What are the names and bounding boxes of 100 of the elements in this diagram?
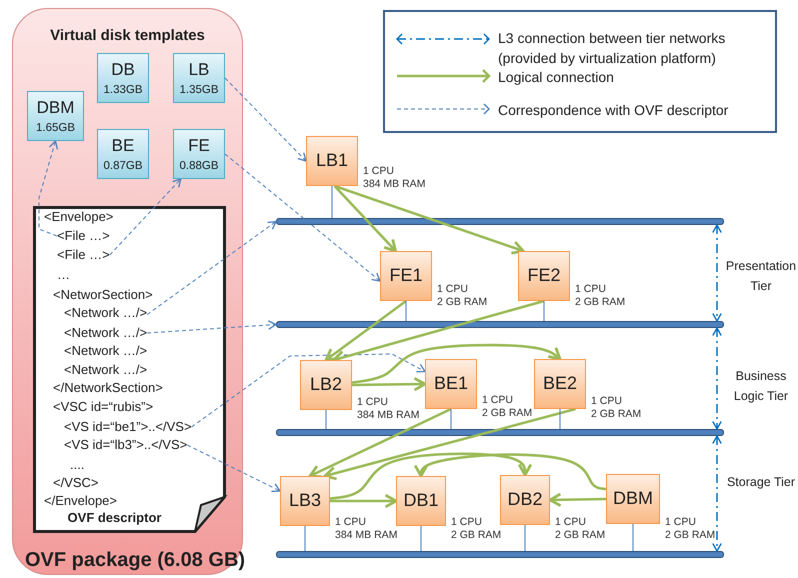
xml-line: <NetworSection>	[53, 287, 153, 303]
xml-line: <Network …/>	[64, 325, 148, 341]
vm-spec: 1 CPU	[357, 396, 388, 409]
xml-line: </NetworkSection>	[53, 380, 163, 396]
vm-spec: 2 GB RAM	[482, 407, 532, 420]
l3-connection-arrow	[712, 327, 722, 430]
xml-line: <VSC id=“rubis”>	[53, 399, 154, 415]
panel-heading: Virtual disk templates	[49, 27, 206, 44]
logical-connection-arrow	[330, 452, 532, 500]
xml-line: …	[57, 267, 70, 283]
logical-connection-arrow	[324, 300, 407, 362]
tier-label: Storage Tier	[726, 474, 796, 491]
correspondence-arrow	[109, 178, 182, 256]
vm-name: FE1	[388, 265, 424, 286]
package-panel	[12, 8, 243, 575]
network-link-line	[450, 408, 452, 430]
logical-connection-arrow	[334, 185, 397, 252]
vm-name: LB1	[314, 150, 350, 171]
legend-text: Logical connection	[498, 68, 615, 87]
xml-line: <VS id=“be1”>..</VS>	[64, 419, 192, 435]
template-name: LB	[188, 60, 210, 80]
vm-spec: 2 GB RAM	[555, 529, 606, 542]
l3-connection-arrow	[712, 224, 722, 322]
network-link-line	[524, 524, 526, 552]
vm-spec: 1 CPU	[555, 516, 586, 529]
template-name: FE	[187, 136, 211, 156]
document-caption: OVF descriptor	[66, 510, 162, 525]
xml-line: <File …>	[57, 228, 110, 244]
vm-spec: 1 CPU	[363, 165, 394, 178]
xml-line: </VSC>	[53, 475, 99, 491]
correspondence-arrow	[146, 220, 277, 316]
disk-template-box	[173, 129, 225, 179]
vm-name: DBM	[612, 488, 654, 509]
network-link-line	[632, 524, 634, 552]
logical-connection-arrow	[548, 492, 606, 508]
disk-size: 1.33GB	[102, 84, 144, 96]
network-bar	[276, 429, 724, 436]
xml-line: <Network …/>	[64, 362, 148, 378]
template-name: DB	[110, 60, 136, 80]
xml-line: </Envelope>	[44, 493, 118, 509]
network-bar	[276, 321, 724, 328]
network-bar	[276, 551, 724, 558]
correspondence-arrow	[191, 354, 426, 428]
vm-spec: 1 CPU	[591, 395, 622, 408]
vm-name: DB1	[402, 490, 440, 511]
vm-spec: 384 MB RAM	[363, 178, 426, 191]
legend-text: Correspondence with OVF descriptor	[498, 101, 730, 120]
correspondence-arrow	[146, 320, 277, 334]
network-link-line	[304, 526, 306, 552]
vm-spec: 1 CPU	[437, 283, 468, 296]
document-shape	[33, 206, 226, 533]
xml-line: <File …>	[57, 247, 110, 263]
disk-template-box	[27, 91, 84, 141]
correspondence-arrow	[224, 78, 307, 162]
correspondence-arrow	[186, 444, 281, 492]
disk-template-box	[173, 53, 225, 103]
network-link-line	[420, 526, 422, 552]
xml-line: <VS id=“lb3”>..</VS>	[64, 437, 188, 453]
vm-name: BE2	[542, 373, 578, 394]
vm-spec: 2 GB RAM	[437, 296, 488, 309]
xml-line: <Network …/>	[64, 305, 148, 321]
correspondence-arrow	[38, 140, 58, 236]
vm-name: FE2	[526, 265, 562, 286]
xml-line: <Network …/>	[64, 343, 148, 359]
vm-spec: 1 CPU	[482, 394, 513, 407]
disk-size: 1.65GB	[35, 122, 76, 134]
l3-connection-arrow	[712, 435, 722, 552]
tier-label: Presentation Tier	[724, 258, 798, 295]
vm-spec: 1 CPU	[451, 516, 482, 529]
legend-text: L3 connection between tier networks (provided by virtualization platform)	[498, 29, 726, 68]
vm-spec: 384 MB RAM	[357, 409, 420, 422]
vm-spec: 2 GB RAM	[665, 529, 716, 542]
logical-connection-arrow	[352, 376, 426, 392]
vm-name: BE1	[432, 373, 470, 394]
vm-name: LB2	[308, 374, 344, 395]
correspondence-arrow	[224, 154, 381, 282]
disk-template-box	[97, 129, 149, 179]
disk-size: 0.87GB	[102, 160, 144, 172]
xml-line: <Envelope>	[44, 209, 114, 225]
disk-size: 0.88GB	[178, 160, 220, 172]
vm-spec: 2 GB RAM	[575, 296, 626, 309]
xml-line: ....	[70, 457, 84, 473]
vm-spec: 1 CPU	[665, 516, 696, 529]
vm-spec: 2 GB RAM	[451, 529, 502, 542]
logical-connection-arrow	[308, 408, 452, 478]
vm-name: LB3	[288, 490, 322, 511]
disk-template-box	[97, 53, 149, 103]
logical-connection-arrow	[330, 494, 398, 508]
logical-connection-arrow	[414, 453, 606, 490]
template-name: BE	[110, 136, 136, 156]
vm-spec: 1 CPU	[335, 516, 366, 529]
vm-spec: 1 CPU	[575, 283, 606, 296]
vm-name: DB2	[506, 489, 544, 510]
vm-spec: 384 MB RAM	[335, 529, 398, 542]
logical-connection-arrow	[352, 344, 562, 384]
network-bar	[276, 218, 724, 225]
package-label: OVF package (6.08 GB)	[25, 549, 246, 572]
vm-spec: 2 GB RAM	[591, 408, 642, 421]
logical-connection-arrow	[324, 408, 576, 480]
logical-connection-arrow	[334, 184, 525, 254]
